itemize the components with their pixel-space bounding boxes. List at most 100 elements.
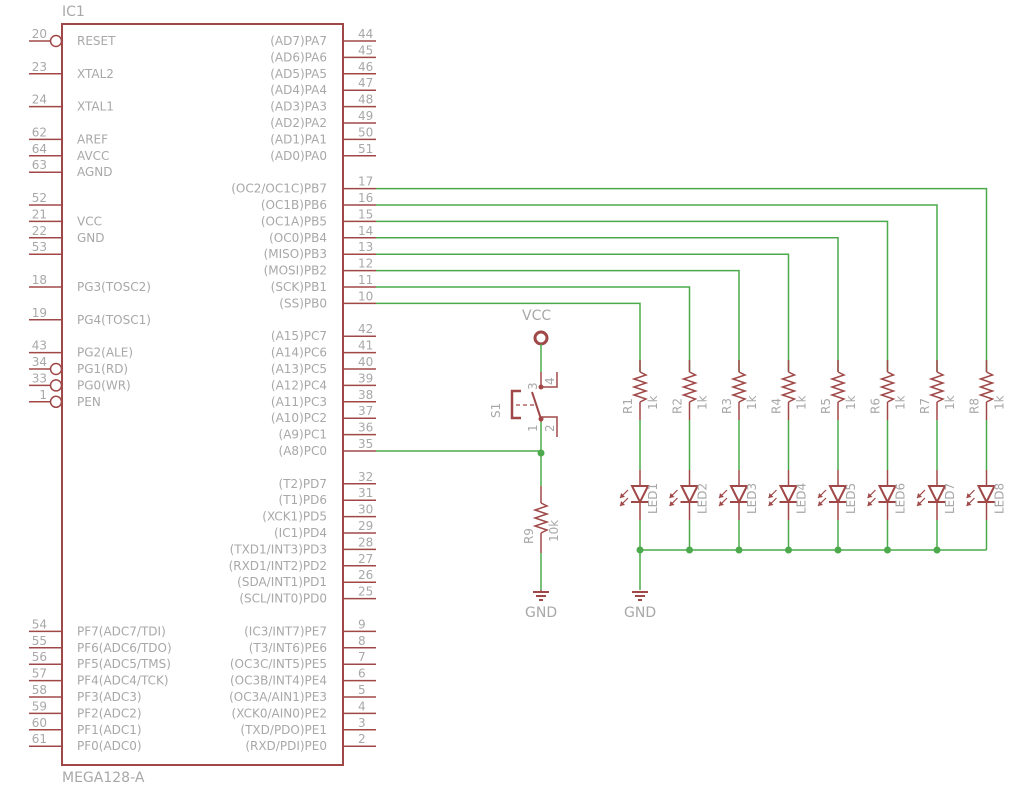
ic-pin-pb5[interactable]: 15(OC1A)PB5 [261,207,376,228]
ic-pin-pd3[interactable]: 28(TXD1/INT3)PD3 [230,535,376,556]
led-icon[interactable] [828,485,848,505]
pin-number: 49 [358,109,373,123]
ic-pin-pe2[interactable]: 4(XCK0/AIN0)PE2 [232,699,376,720]
ic-pin-pe5[interactable]: 7(OC3C/INT5)PE5 [230,650,376,671]
switch-s1[interactable]: VCC S1 3 4 1 2 [489,308,558,453]
ic-pin-pa2[interactable]: 49(AD2)PA2 [270,109,376,130]
ic-pin-pb3[interactable]: 13(MISO)PB3 [264,240,376,261]
ic-pin-pb2[interactable]: 12(MOSI)PB2 [264,257,376,278]
resistor-zigzag[interactable] [928,371,946,403]
led-ground: GND [624,550,656,621]
ic-pin-pc0[interactable]: 35(A8)PC0 [279,437,376,458]
ic-pin-pa1[interactable]: 50(AD1)PA1 [270,125,376,146]
pin-label: (AD5)PA5 [270,67,327,81]
resistor-zigzag[interactable] [780,371,797,403]
resistor-zigzag[interactable] [978,371,995,403]
ic-pin-pa5[interactable]: 46(AD5)PA5 [270,60,376,81]
ic-pin-pe7[interactable]: 9(IC3/INT7)PE7 [244,617,376,638]
ic-pin-pc6[interactable]: 41(A14)PC6 [271,339,376,360]
resistor-zigzag[interactable] [879,371,896,403]
ic-pin-pin52[interactable]: 52 [29,191,62,206]
ic-pin-pd6[interactable]: 31(T1)PD6 [279,486,376,507]
ic-pin-pd4[interactable]: 29(IC1)PD4 [274,519,376,540]
ic-body[interactable] [61,23,344,766]
led-icon[interactable] [877,485,898,505]
ic-pin-pa4[interactable]: 47(AD4)PA4 [270,76,376,97]
ic-pin-pc5[interactable]: 40(A13)PC5 [271,355,376,376]
ic-pin-pb7[interactable]: 17(OC2/OC1C)PB7 [231,175,376,196]
pin-number: 15 [358,207,373,221]
ic-pin-pc7[interactable]: 42(A15)PC7 [271,322,376,343]
resistor-zigzag[interactable] [829,371,847,403]
ic-pin-pa3[interactable]: 48(AD3)PA3 [270,93,376,114]
ic-pin-pe3[interactable]: 5(OC3A/AIN1)PE3 [229,683,376,704]
ic-pin-pb0[interactable]: 10(SS)PB0 [279,289,376,310]
led-icon[interactable] [729,485,749,505]
ic-pin-pa0[interactable]: 51(AD0)PA0 [270,142,376,163]
ic-pin-pe0[interactable]: 2(RXD/PDI)PE0 [245,732,376,753]
resistor-zigzag[interactable] [631,371,649,403]
ic-pin-pb1[interactable]: 11(SCK)PB1 [271,273,376,294]
ic-pin-pd1[interactable]: 26(SDA/INT1)PD1 [237,568,376,589]
ic-pin-pe4[interactable]: 6(OC3B/INT4)PE4 [230,667,376,688]
ic-pin-pc4[interactable]: 39(A12)PC4 [271,371,376,392]
ic-pin-pd7[interactable]: 32(T2)PD7 [279,470,376,491]
ic-pin-pd5[interactable]: 30(XCK1)PD5 [262,503,376,524]
led-icon[interactable] [927,485,947,505]
ic-pin-pb4[interactable]: 14(OC0)PB4 [269,224,376,245]
ic-pin-pb6[interactable]: 16(OC1B)PB6 [261,191,376,212]
led-icon[interactable] [630,485,650,505]
ic-pin-pe6[interactable]: 8(T3/INT6)PE6 [249,634,376,655]
ic-pin-pc3[interactable]: 38(A11)PC3 [271,388,376,409]
resistor-zigzag[interactable] [681,371,698,403]
ic-pin-pa6[interactable]: 45(AD6)PA6 [270,43,376,64]
led-icon[interactable] [976,485,997,505]
pin-label: (SCK)PB1 [271,280,327,294]
light-arrowhead-icon [768,501,774,506]
ic-pin-pin53[interactable]: 53 [29,240,62,255]
ic-pin-pd2[interactable]: 27(RXD1/INT2)PD2 [229,552,376,573]
resistor-r9[interactable]: R9 10k GND [522,449,561,622]
resistor-zigzag[interactable] [730,371,748,403]
ic-pin-pc2[interactable]: 37(A10)PC2 [271,404,376,425]
ic-pin-pd0[interactable]: 25(SCL/INT0)PD0 [239,585,376,606]
led-icon[interactable] [679,485,700,505]
led-icon[interactable] [778,485,799,505]
ic-pin-pe1[interactable]: 3(TXD/PDO)PE1 [240,716,376,737]
resistor-value-label: 1k [745,395,759,410]
ic-pin-pa7[interactable]: 44(AD7)PA7 [270,27,376,48]
nets [376,187,988,452]
ic-pin-pc1[interactable]: 36(A9)PC1 [279,421,376,442]
